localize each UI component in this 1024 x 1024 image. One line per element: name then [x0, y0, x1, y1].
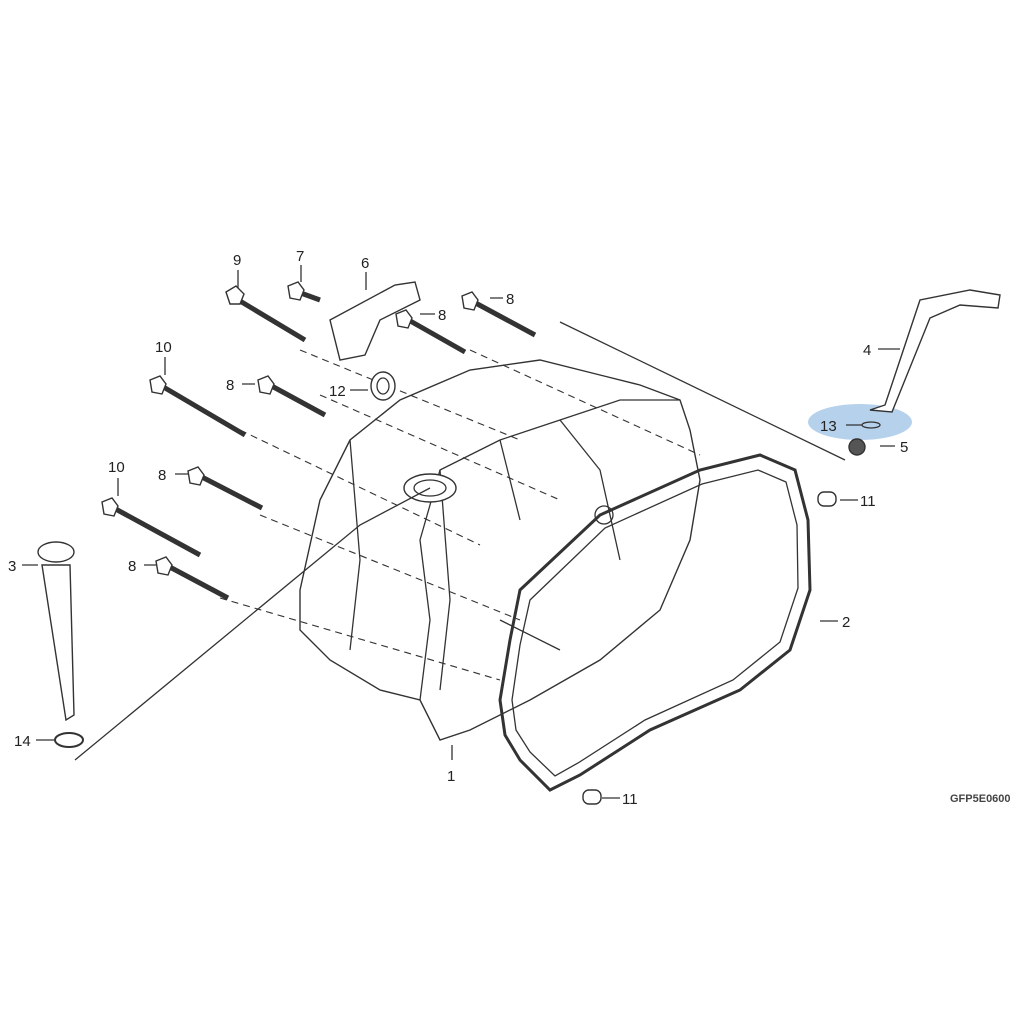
- callout-13: 13: [820, 418, 837, 435]
- bolt-8d[interactable]: [187, 466, 264, 511]
- crankcase-cover[interactable]: [299, 359, 701, 741]
- dowel-11b[interactable]: [582, 789, 602, 805]
- bolt-10a[interactable]: [149, 375, 247, 438]
- callout-11: 11: [860, 493, 876, 510]
- callout-10: 10: [155, 339, 172, 356]
- bolt-8a[interactable]: [461, 291, 537, 338]
- diagram-code: GFP5E0600: [950, 793, 1011, 805]
- callout-12: 12: [329, 383, 346, 400]
- bolt-7[interactable]: [287, 281, 321, 303]
- o-ring-14[interactable]: [54, 732, 84, 748]
- callout-8: 8: [506, 291, 514, 308]
- callout-8: 8: [438, 307, 446, 324]
- callout-14: 14: [14, 733, 31, 750]
- callout-2: 2: [842, 614, 850, 631]
- callout-3: 3: [8, 558, 16, 575]
- grommet-12[interactable]: [370, 371, 396, 401]
- callout-8: 8: [226, 377, 234, 394]
- highlight-part-13: [808, 404, 912, 440]
- bracket-6[interactable]: [329, 281, 421, 361]
- bolt-8c[interactable]: [257, 375, 327, 418]
- callout-9: 9: [233, 252, 241, 269]
- bolt-10b[interactable]: [101, 497, 202, 558]
- callout-8: 8: [128, 558, 136, 575]
- hose-4[interactable]: [869, 289, 1001, 413]
- bolt-8e[interactable]: [155, 556, 230, 601]
- part-5[interactable]: [848, 438, 866, 456]
- callout-6: 6: [361, 255, 369, 272]
- callout-11: 11: [622, 791, 638, 808]
- callout-8: 8: [158, 467, 166, 484]
- callout-5: 5: [900, 439, 908, 456]
- callout-4: 4: [863, 342, 871, 359]
- gasket[interactable]: [498, 453, 812, 792]
- bolt-9[interactable]: [225, 285, 307, 343]
- bolt-8b[interactable]: [395, 309, 467, 355]
- callout-7: 7: [296, 248, 304, 265]
- dowel-11a[interactable]: [817, 491, 837, 507]
- callout-10: 10: [108, 459, 125, 476]
- dipstick-3[interactable]: [37, 541, 75, 722]
- callout-1: 1: [447, 768, 455, 785]
